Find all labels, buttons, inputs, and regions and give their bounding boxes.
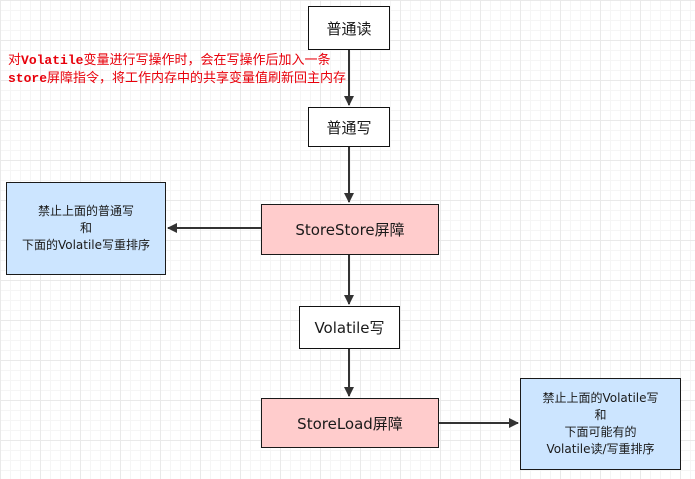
storeload-barrier-label: StoreLoad屏障 bbox=[297, 414, 403, 433]
storeload-note-line-2: 和 bbox=[594, 408, 607, 423]
storestore-note-line-2: 和 bbox=[79, 221, 92, 236]
storeload-note-line-4: Volatile读/写重排序 bbox=[546, 441, 655, 456]
normal-write-node: 普通写 bbox=[308, 107, 390, 147]
normal-read-node: 普通读 bbox=[308, 6, 390, 50]
storestore-note-line-1: 禁止上面的普通写 bbox=[37, 204, 134, 219]
normal-write-label: 普通写 bbox=[326, 118, 372, 137]
storeload-note-box: 禁止上面的Volatile写 和 下面可能有的 Volatile读/写重排序 bbox=[520, 378, 681, 470]
annotation-text-1: 对 bbox=[8, 53, 22, 68]
annotation-text-2: 变量进行写操作时，会在写操作后加入一条 bbox=[83, 53, 331, 68]
volatile-write-annotation: 对Volatile变量进行写操作时，会在写操作后加入一条 store屏障指令，将工… bbox=[8, 52, 353, 88]
storeload-barrier-node: StoreLoad屏障 bbox=[261, 398, 439, 448]
normal-read-label: 普通读 bbox=[326, 19, 372, 38]
storeload-note-line-3: 下面可能有的 bbox=[564, 425, 637, 439]
storestore-barrier-label: StoreStore屏障 bbox=[295, 221, 405, 239]
storeload-note-line-1: 禁止上面的Volatile写 bbox=[542, 391, 659, 406]
storestore-note-box: 禁止上面的普通写 和 下面的Volatile写重排序 bbox=[6, 182, 166, 275]
volatile-write-node: Volatile写 bbox=[299, 306, 400, 349]
storestore-barrier-node: StoreStore屏障 bbox=[261, 204, 439, 255]
storestore-note-line-3: 下面的Volatile写重排序 bbox=[21, 237, 151, 252]
annotation-keyword-store: store bbox=[8, 71, 48, 86]
annotation-text-3: 屏障指令，将工作内存中的共享变量值刷新回主内存 bbox=[47, 71, 347, 86]
annotation-keyword-volatile: Volatile bbox=[21, 53, 84, 68]
volatile-write-label: Volatile写 bbox=[314, 319, 385, 337]
